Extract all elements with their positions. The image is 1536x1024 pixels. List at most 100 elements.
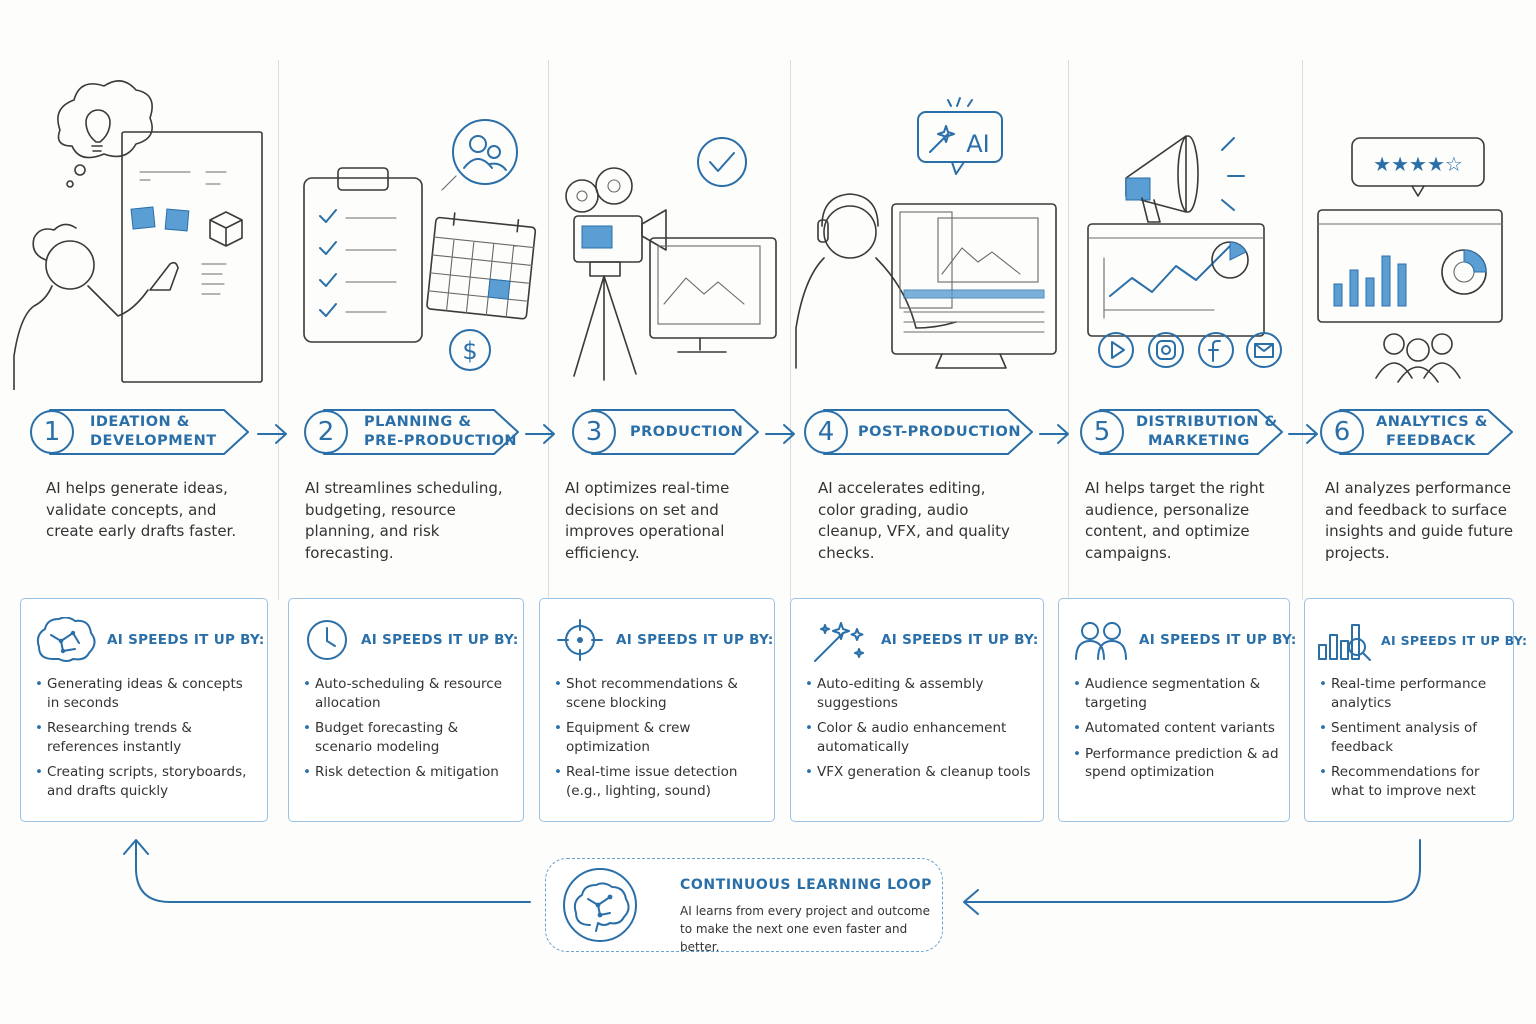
flow-arrow (765, 424, 795, 444)
monitor (649, 237, 777, 353)
flow-arrow (525, 424, 555, 444)
list-item: Recommendations for what to improve next (1319, 763, 1505, 800)
report-window (1317, 209, 1503, 323)
list-item: Audience segmentation & targeting (1073, 675, 1281, 712)
learning-loop-box: CONTINUOUS LEARNING LOOP AI learns from … (545, 858, 943, 954)
whiteboard (121, 131, 263, 383)
stage-3-card: AI SPEEDS IT UP BY: Shot recommendations… (539, 598, 775, 822)
brain-icon (563, 868, 637, 942)
post-production-illustration: AI (795, 97, 1057, 369)
list-item: Sentiment analysis of feedback (1319, 719, 1505, 756)
cube-sketch (209, 211, 243, 247)
lightbulb-icon (85, 109, 111, 152)
column-divider (278, 60, 279, 600)
stage-4-badge: 4 POST-PRODUCTION (802, 404, 1034, 460)
column-divider (790, 60, 791, 600)
stage-title: IDEATION &DEVELOPMENT (90, 414, 217, 449)
analytics-illustration: ★★★★☆ (1317, 137, 1503, 383)
flow-arrow (257, 424, 287, 444)
flow-arrow (1039, 424, 1069, 444)
distribution-illustration (1087, 135, 1282, 368)
list-item: Researching trends & references instantl… (35, 719, 259, 756)
clock-icon (307, 620, 347, 660)
dollar-icon (449, 329, 491, 371)
stage-2-badge: 2 PLANNING &PRE-PRODUCTION (302, 404, 520, 460)
svg-text:★★★★☆: ★★★★☆ (1373, 152, 1463, 176)
checkmark-icon (697, 137, 747, 187)
crosshair-icon (557, 619, 603, 661)
brain-icon (36, 617, 96, 662)
stage-1-card: AI SPEEDS IT UP BY: Generating ideas & c… (20, 598, 268, 822)
list-item: Real-time issue detection (e.g., lightin… (554, 763, 766, 800)
list-item: Auto-editing & assembly suggestions (805, 675, 1035, 712)
loop-description: AI learns from every project and outcome… (680, 904, 931, 954)
column-divider (548, 60, 549, 600)
stage-number: 3 (585, 417, 603, 447)
analytics-dashboard (1087, 223, 1265, 337)
loop-title: CONTINUOUS LEARNING LOOP (680, 877, 932, 893)
bullet-list: Generating ideas & concepts in seconds R… (35, 675, 259, 807)
bullet-list: Real-time performance analytics Sentimen… (1319, 675, 1505, 807)
stage-6-card: AI SPEEDS IT UP BY: Real-time performanc… (1304, 598, 1527, 822)
stage-1-badge: 1 IDEATION &DEVELOPMENT (28, 404, 250, 460)
card-heading: AI SPEEDS IT UP BY: (1139, 632, 1297, 648)
people-icon (441, 119, 518, 191)
list-item: Performance prediction & ad spend optimi… (1073, 745, 1281, 782)
card-heading: AI SPEEDS IT UP BY: (616, 632, 774, 648)
stage-title: PRODUCTION (630, 423, 744, 440)
stage-5-badge: 5 DISTRIBUTION &MARKETING (1078, 404, 1284, 460)
dollar-sign: $ (462, 337, 477, 365)
column-divider (1068, 60, 1069, 600)
bullet-list: Shot recommendations & scene blocking Eq… (554, 675, 766, 807)
clipboard (303, 177, 423, 343)
stage-number: 6 (1333, 417, 1351, 447)
bullet-list: Audience segmentation & targeting Automa… (1073, 675, 1281, 789)
megaphone-icon (1125, 135, 1245, 223)
card-heading: AI SPEEDS IT UP BY: (1381, 632, 1528, 648)
editing-monitor (891, 203, 1057, 369)
list-item: Generating ideas & concepts in seconds (35, 675, 259, 712)
star-rating-icon: ★★★★☆ (1351, 137, 1485, 197)
column-divider (1302, 60, 1303, 600)
stage-2-description: AI streamlines scheduling, budgeting, re… (305, 479, 503, 562)
woman-figure (13, 223, 179, 390)
ideation-illustration (13, 80, 263, 390)
production-illustration (565, 137, 777, 381)
stage-number: 5 (1093, 417, 1111, 447)
stage-4-card: AI SPEEDS IT UP BY: Auto-editing & assem… (790, 598, 1044, 822)
ai-label: AI (966, 130, 990, 158)
facebook-icon (1198, 332, 1234, 368)
card-heading: AI SPEEDS IT UP BY: (107, 632, 265, 648)
list-item: Color & audio enhancement automatically (805, 719, 1035, 756)
stage-number: 4 (817, 417, 835, 447)
stage-6-description: AI analyzes performance and feedback to … (1325, 479, 1514, 562)
bullet-list: Auto-scheduling & resource allocation Bu… (303, 675, 515, 789)
magic-wand-icon (814, 622, 864, 662)
list-item: VFX generation & cleanup tools (805, 763, 1035, 782)
stage-1-description: AI helps generate ideas, validate concep… (46, 479, 237, 540)
users-icon (1075, 622, 1127, 660)
list-item: Creating scripts, storyboards, and draft… (35, 763, 259, 800)
list-item: Risk detection & mitigation (303, 763, 515, 782)
stage-number: 2 (317, 417, 335, 447)
instagram-icon (1148, 332, 1184, 368)
loop-arrow (123, 839, 1421, 915)
card-heading: AI SPEEDS IT UP BY: (881, 632, 1039, 648)
calendar (426, 212, 537, 320)
list-item: Budget forecasting & scenario modeling (303, 719, 515, 756)
chart-search-icon (1318, 624, 1371, 661)
stage-title: POST-PRODUCTION (858, 423, 1021, 440)
play-icon (1098, 332, 1134, 368)
sticky-note (164, 208, 190, 232)
sticky-note (130, 206, 156, 230)
ai-wand-icon: AI (917, 97, 1003, 175)
stage-2-card: AI SPEEDS IT UP BY: Auto-scheduling & re… (288, 598, 524, 822)
stage-5-description: AI helps target the right audience, pers… (1085, 479, 1265, 562)
stage-number: 1 (43, 417, 61, 447)
list-item: Automated content variants (1073, 719, 1281, 738)
stage-6-badge: 6 ANALYTICS &FEEDBACK (1318, 404, 1514, 460)
bullet-list: Auto-editing & assembly suggestions Colo… (805, 675, 1035, 789)
thought-bubble (57, 80, 153, 188)
stage-4-description: AI accelerates editing, color grading, a… (818, 479, 1010, 562)
stage-title: ANALYTICS &FEEDBACK (1376, 414, 1488, 449)
